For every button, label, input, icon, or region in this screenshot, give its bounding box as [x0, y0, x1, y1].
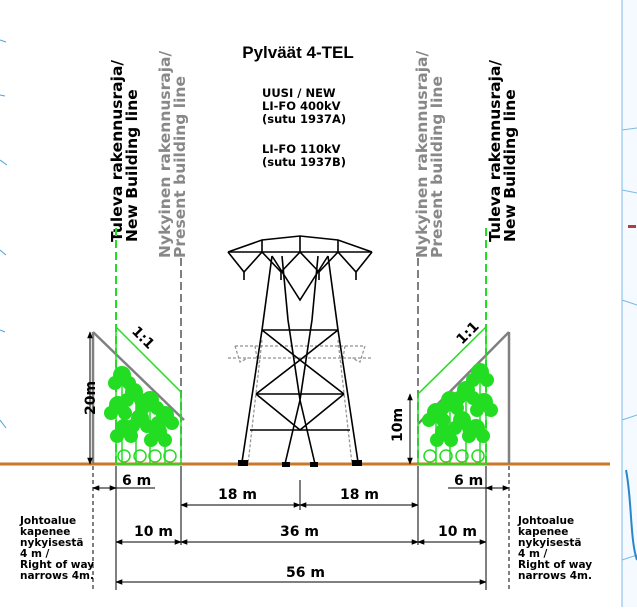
right-future-text-2: New Building line: [501, 89, 519, 242]
right-trees: [422, 363, 498, 447]
map-fragment-left: [0, 39, 8, 429]
right-height-label: 10m: [390, 408, 406, 442]
new-line1: LI-FO 400kV: [262, 99, 341, 113]
left-present-building-label: Nykyinen rakennusraja/ Present building …: [156, 51, 189, 258]
right-note-line: kapenee: [518, 526, 568, 538]
left-tree-zone: 20m 1:1: [83, 324, 185, 465]
left-present-text-2: Present building line: [171, 76, 189, 258]
right-tree-zone: 10m 1:1: [390, 319, 511, 465]
right-note: Johtoalue kapenee nykyisestä 4 m / Right…: [517, 515, 592, 582]
total-56: 56 m: [286, 565, 325, 581]
right-note-line: Right of way: [518, 559, 592, 571]
tower-footings: [238, 460, 362, 467]
left-note-line: Johtoalue: [19, 515, 76, 527]
right-note-line: Johtoalue: [517, 515, 574, 527]
left-note-line: 4 m /: [20, 548, 50, 560]
left-present-text-1: Nykyinen rakennusraja/: [156, 51, 174, 258]
center-left-18: 18 m: [218, 487, 257, 503]
right-present-text-1: Nykyinen rakennusraja/: [413, 51, 431, 258]
new-line1-id: (sutu 1937A): [262, 112, 346, 126]
right-width-10: 10 m: [438, 524, 477, 540]
right-present-text-2: Present building line: [428, 76, 446, 258]
center-right-18: 18 m: [340, 487, 379, 503]
dimension-labels: 6 m 6 m 18 m 18 m 36 m 10 m 10 m 56 m: [122, 473, 483, 581]
right-note-line: nykyisestä: [518, 537, 581, 549]
right-width-6: 6 m: [454, 473, 483, 489]
left-height-label: 20m: [83, 381, 99, 415]
center-36: 36 m: [280, 524, 319, 540]
diagram-title: Pylväät 4-TEL: [242, 43, 354, 62]
left-slope-label: 1:1: [128, 324, 157, 353]
new-lines-caption: UUSI / NEW LI-FO 400kV (sutu 1937A) LI-F…: [262, 86, 346, 169]
new-heading: UUSI / NEW: [262, 86, 336, 100]
left-note: Johtoalue kapenee nykyisestä 4 m / Right…: [19, 515, 94, 582]
new-line2: LI-FO 110kV: [262, 142, 341, 156]
new-line2-id: (sutu 1937B): [262, 155, 346, 169]
map-fragment-right: [621, 0, 637, 607]
left-future-text-2: New Building line: [123, 89, 141, 242]
right-note-line: narrows 4m.: [518, 570, 592, 582]
left-width-10: 10 m: [134, 524, 173, 540]
right-present-building-label: Nykyinen rakennusraja/ Present building …: [413, 51, 446, 258]
left-width-6: 6 m: [122, 473, 151, 489]
left-note-line: nykyisestä: [20, 537, 83, 549]
left-note-line: Right of way: [20, 559, 94, 571]
new-tower: [227, 235, 373, 465]
left-future-building-label: Tuleva rakennusraja/ New Building line: [108, 60, 141, 242]
left-future-text-1: Tuleva rakennusraja/: [108, 60, 126, 242]
left-note-line: narrows 4m.: [20, 570, 94, 582]
right-future-text-1: Tuleva rakennusraja/: [486, 60, 504, 242]
right-note-line: 4 m /: [518, 548, 548, 560]
right-future-building-label: Tuleva rakennusraja/ New Building line: [486, 60, 519, 242]
right-slope-label: 1:1: [454, 319, 483, 348]
left-note-line: kapenee: [20, 526, 70, 538]
dimension-lines: [92, 466, 510, 590]
